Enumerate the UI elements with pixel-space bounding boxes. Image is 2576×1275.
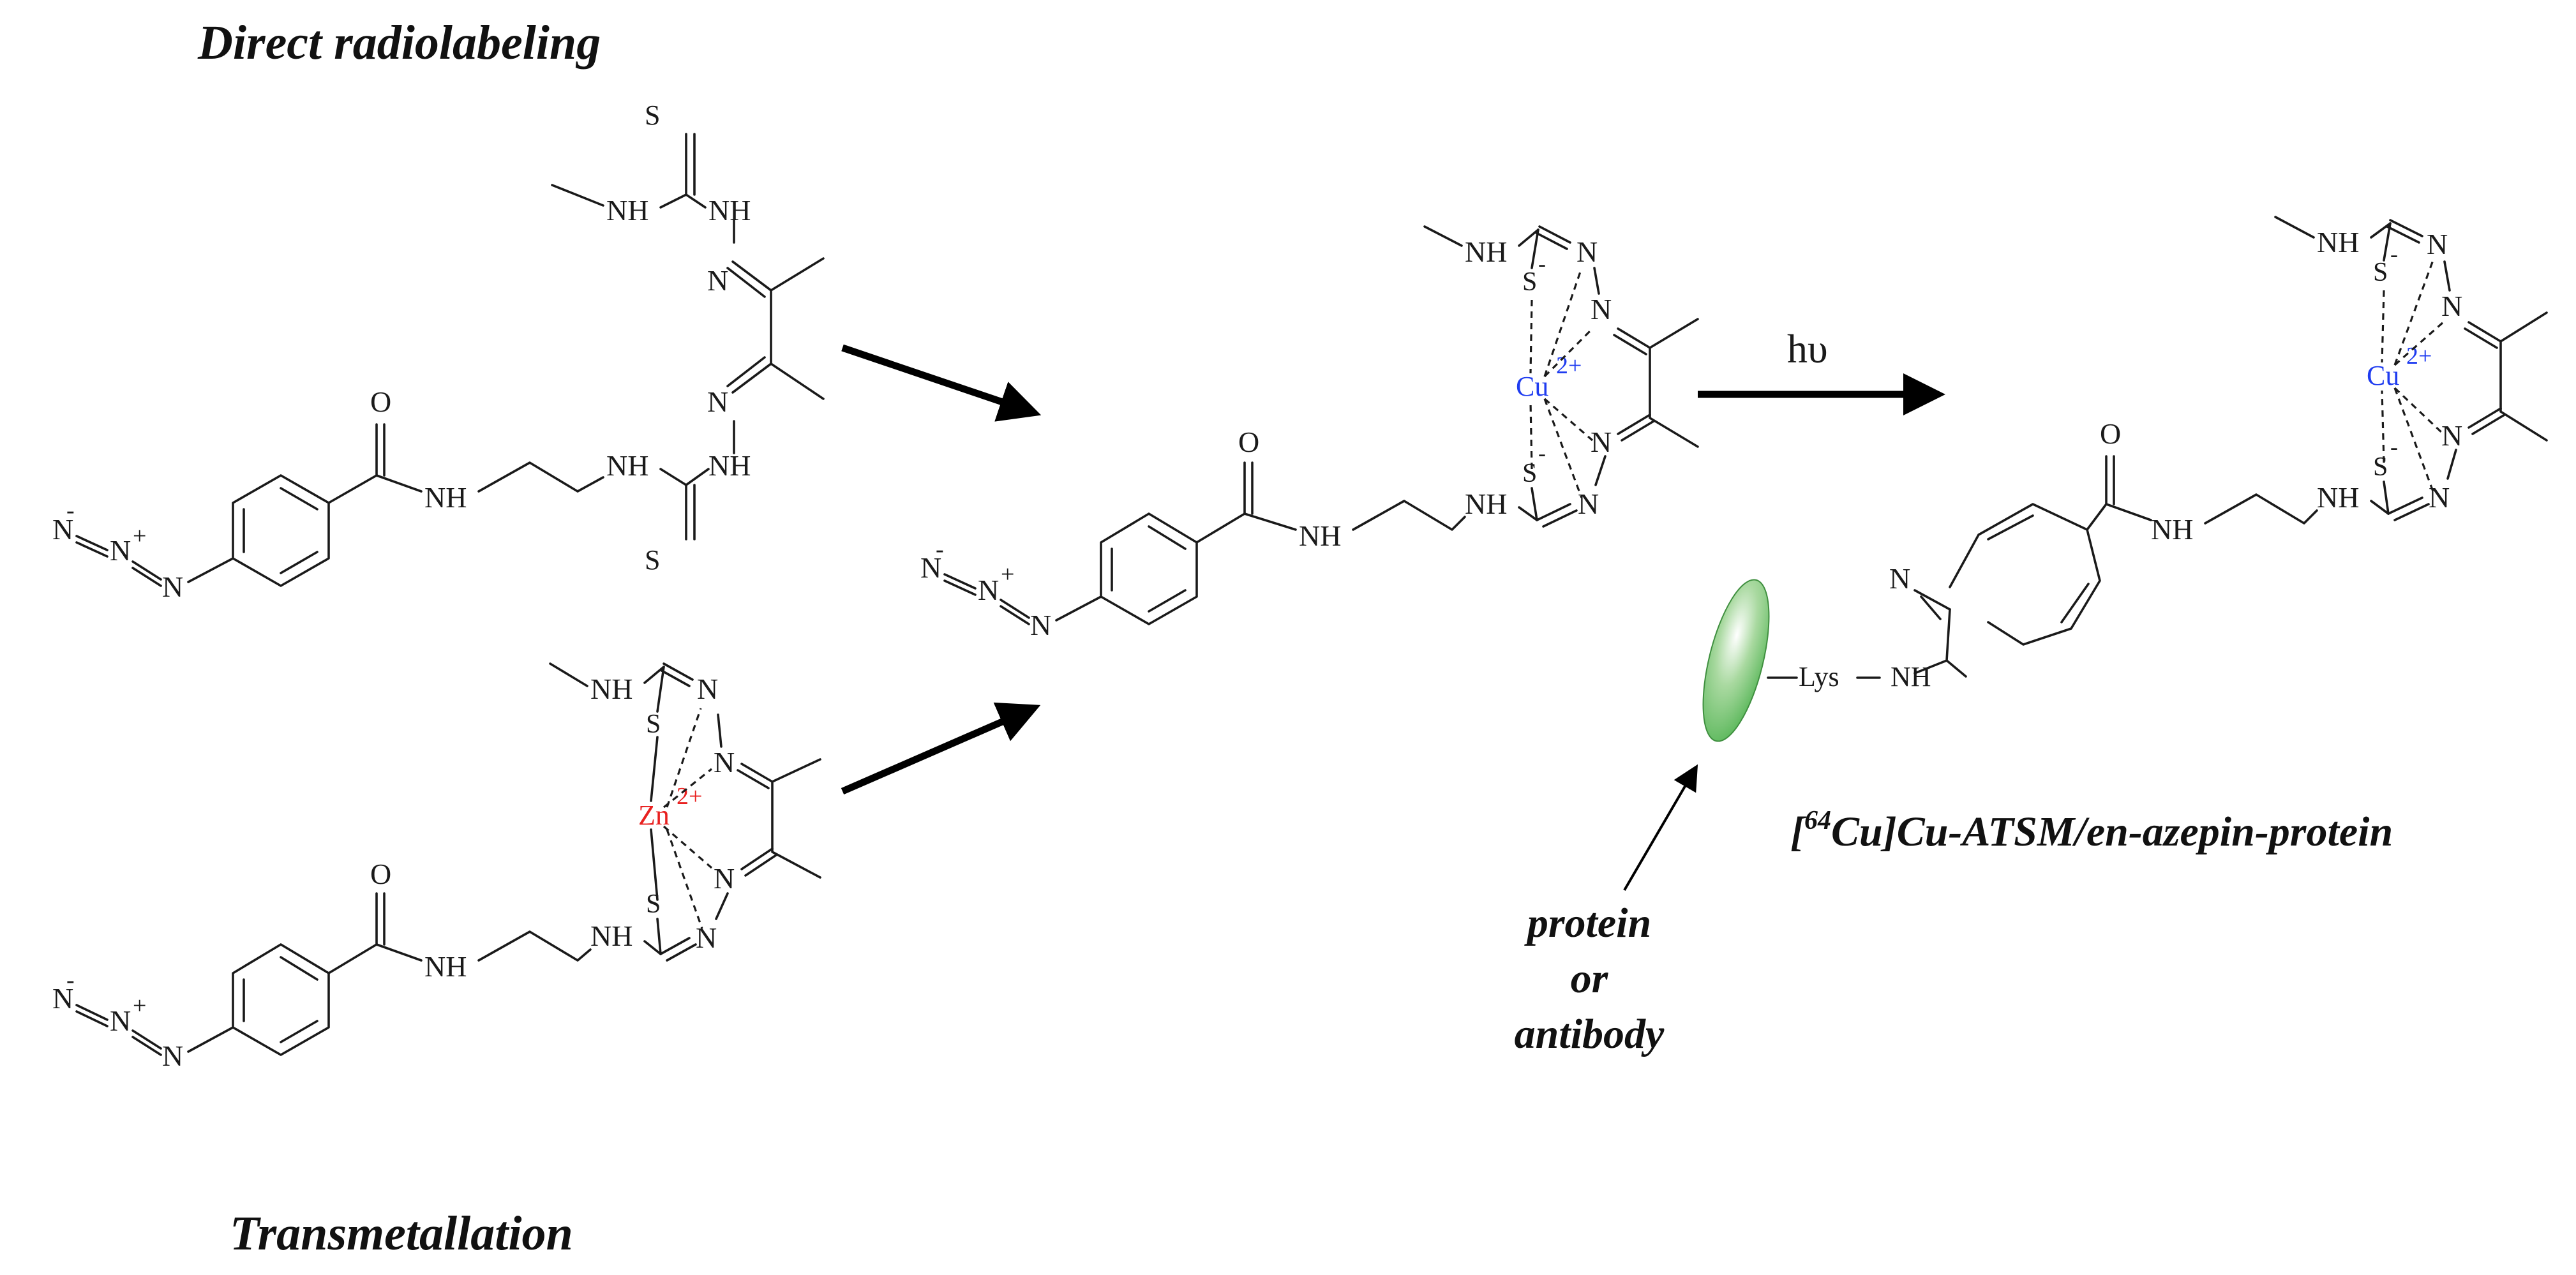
product-isotope: 64 xyxy=(1804,806,1831,835)
imine-n-zn-2: N xyxy=(714,746,735,779)
arrow-direct xyxy=(841,344,1042,422)
thiourea-nh-1: NH xyxy=(606,449,648,482)
thiolate-s-prod-1: S xyxy=(2373,452,2388,482)
hv-label: hυ xyxy=(1787,326,1828,371)
chelate-n-cu-2: N xyxy=(1576,235,1598,268)
chelate-n-zn-1: N xyxy=(696,921,717,954)
protein-label-1: protein xyxy=(1524,900,1651,946)
thione-s-1: S xyxy=(645,544,660,576)
direct-radiolabeling-label: Direct radiolabeling xyxy=(197,16,601,70)
azide-n2-zn: N xyxy=(110,1004,131,1037)
protein-label-2: or xyxy=(1571,955,1609,1002)
transmetallation-label: Transmetallation xyxy=(230,1207,573,1260)
imine-n-prod-2: N xyxy=(2441,290,2462,322)
azide-n3: N xyxy=(162,570,183,603)
thiolate-minus-cu-2: - xyxy=(1538,251,1546,276)
azide-n3-zn: N xyxy=(162,1040,183,1072)
azide-plus: + xyxy=(133,523,146,549)
copper-ion: Cu xyxy=(1516,371,1548,402)
azide-plus-cu: + xyxy=(1001,561,1014,588)
thiolate-minus-cu-1: - xyxy=(1538,440,1546,466)
azide-n2: N xyxy=(110,534,131,567)
molecule-free-ligand: N - N + N O NH NH S NH N N NH S NH xyxy=(52,100,825,603)
carbonyl-o: O xyxy=(370,385,391,418)
protein-ellipsoid xyxy=(1702,579,1770,742)
imine-n-1: N xyxy=(707,385,728,418)
azide-n1-zn: N xyxy=(52,982,73,1015)
thiolate-s-cu-1: S xyxy=(1522,459,1537,488)
thiourea-nh-prod-2: NH xyxy=(2317,226,2359,258)
azide-minus-zn: - xyxy=(66,967,75,994)
zinc-charge: 2+ xyxy=(677,783,702,810)
thiourea-nh-cu-2: NH xyxy=(1465,235,1507,268)
azide-n1-cu: N xyxy=(920,551,941,584)
amide-nh-cu: NH xyxy=(1299,519,1341,552)
chelate-n-zn-2: N xyxy=(697,673,718,705)
imine-n-cu-1: N xyxy=(1591,426,1612,458)
thiolate-minus-prod-2: - xyxy=(2390,241,2398,267)
azepine-n: N xyxy=(1889,562,1910,595)
azide-plus-zn: + xyxy=(133,992,146,1019)
azide-minus: - xyxy=(66,497,75,524)
hydrazine-nh-2: NH xyxy=(708,194,751,227)
product-name-rest: Cu]Cu-ATSM/en-azepin-protein xyxy=(1831,809,2393,855)
thiourea-nh-2: NH xyxy=(606,194,648,227)
imine-n-2: N xyxy=(707,264,728,297)
lys-label: Lys xyxy=(1799,661,1839,692)
azide-n1: N xyxy=(52,513,73,546)
thiolate-s-zn-1: S xyxy=(646,890,661,919)
arrow-transmetallation xyxy=(841,702,1041,795)
lys-nh: NH xyxy=(1891,661,1931,692)
thiolate-minus-prod-1: - xyxy=(2390,434,2398,459)
hydrazine-nh-1: NH xyxy=(708,449,751,482)
thiourea-nh-cu-1: NH xyxy=(1465,488,1507,520)
chelate-n-prod-2: N xyxy=(2427,228,2448,260)
amide-nh-zn: NH xyxy=(424,950,467,983)
product-name-label: [64Cu]Cu-ATSM/en-azepin-protein xyxy=(1790,806,2393,855)
copper-charge: 2+ xyxy=(1556,352,1582,379)
carbonyl-o-zn: O xyxy=(370,858,391,890)
thiourea-nh-zn-2: NH xyxy=(590,673,633,705)
thione-s-2: S xyxy=(645,100,660,131)
copper-charge-prod: 2+ xyxy=(2406,343,2432,369)
chelate-n-cu-1: N xyxy=(1578,488,1599,520)
amide-nh: NH xyxy=(424,481,467,514)
protein-label-3: antibody xyxy=(1515,1011,1665,1057)
molecule-product: N NH Lys O NH NH N S - N N N NH S xyxy=(1767,216,2548,692)
thiolate-s-prod-2: S xyxy=(2373,258,2388,287)
molecule-cu-complex: N - N + N O NH NH N S - N N N NH S - xyxy=(920,225,1699,641)
thiourea-nh-prod-1: NH xyxy=(2317,481,2359,514)
carbonyl-o-prod: O xyxy=(2100,417,2121,450)
azide-minus-cu: - xyxy=(936,536,944,563)
thiolate-s-zn-2: S xyxy=(646,710,661,739)
product-bracket: [ xyxy=(1790,809,1807,855)
thiourea-nh-zn-1: NH xyxy=(590,920,633,952)
azide-n3-cu: N xyxy=(1030,609,1051,641)
zinc-ion: Zn xyxy=(638,800,670,831)
imine-n-cu-2: N xyxy=(1591,293,1612,325)
imine-n-zn-1: N xyxy=(714,862,735,895)
molecule-zn-complex: N - N + N O NH NH N S N N N NH S Zn xyxy=(52,662,821,1072)
azide-n2-cu: N xyxy=(978,574,999,606)
imine-n-prod-1: N xyxy=(2441,419,2462,452)
thiolate-s-cu-2: S xyxy=(1522,267,1537,297)
copper-ion-prod: Cu xyxy=(2367,360,2399,391)
amide-nh-prod: NH xyxy=(2151,513,2193,546)
carbonyl-o-cu: O xyxy=(1238,426,1259,458)
arrow-protein xyxy=(1623,764,1698,891)
